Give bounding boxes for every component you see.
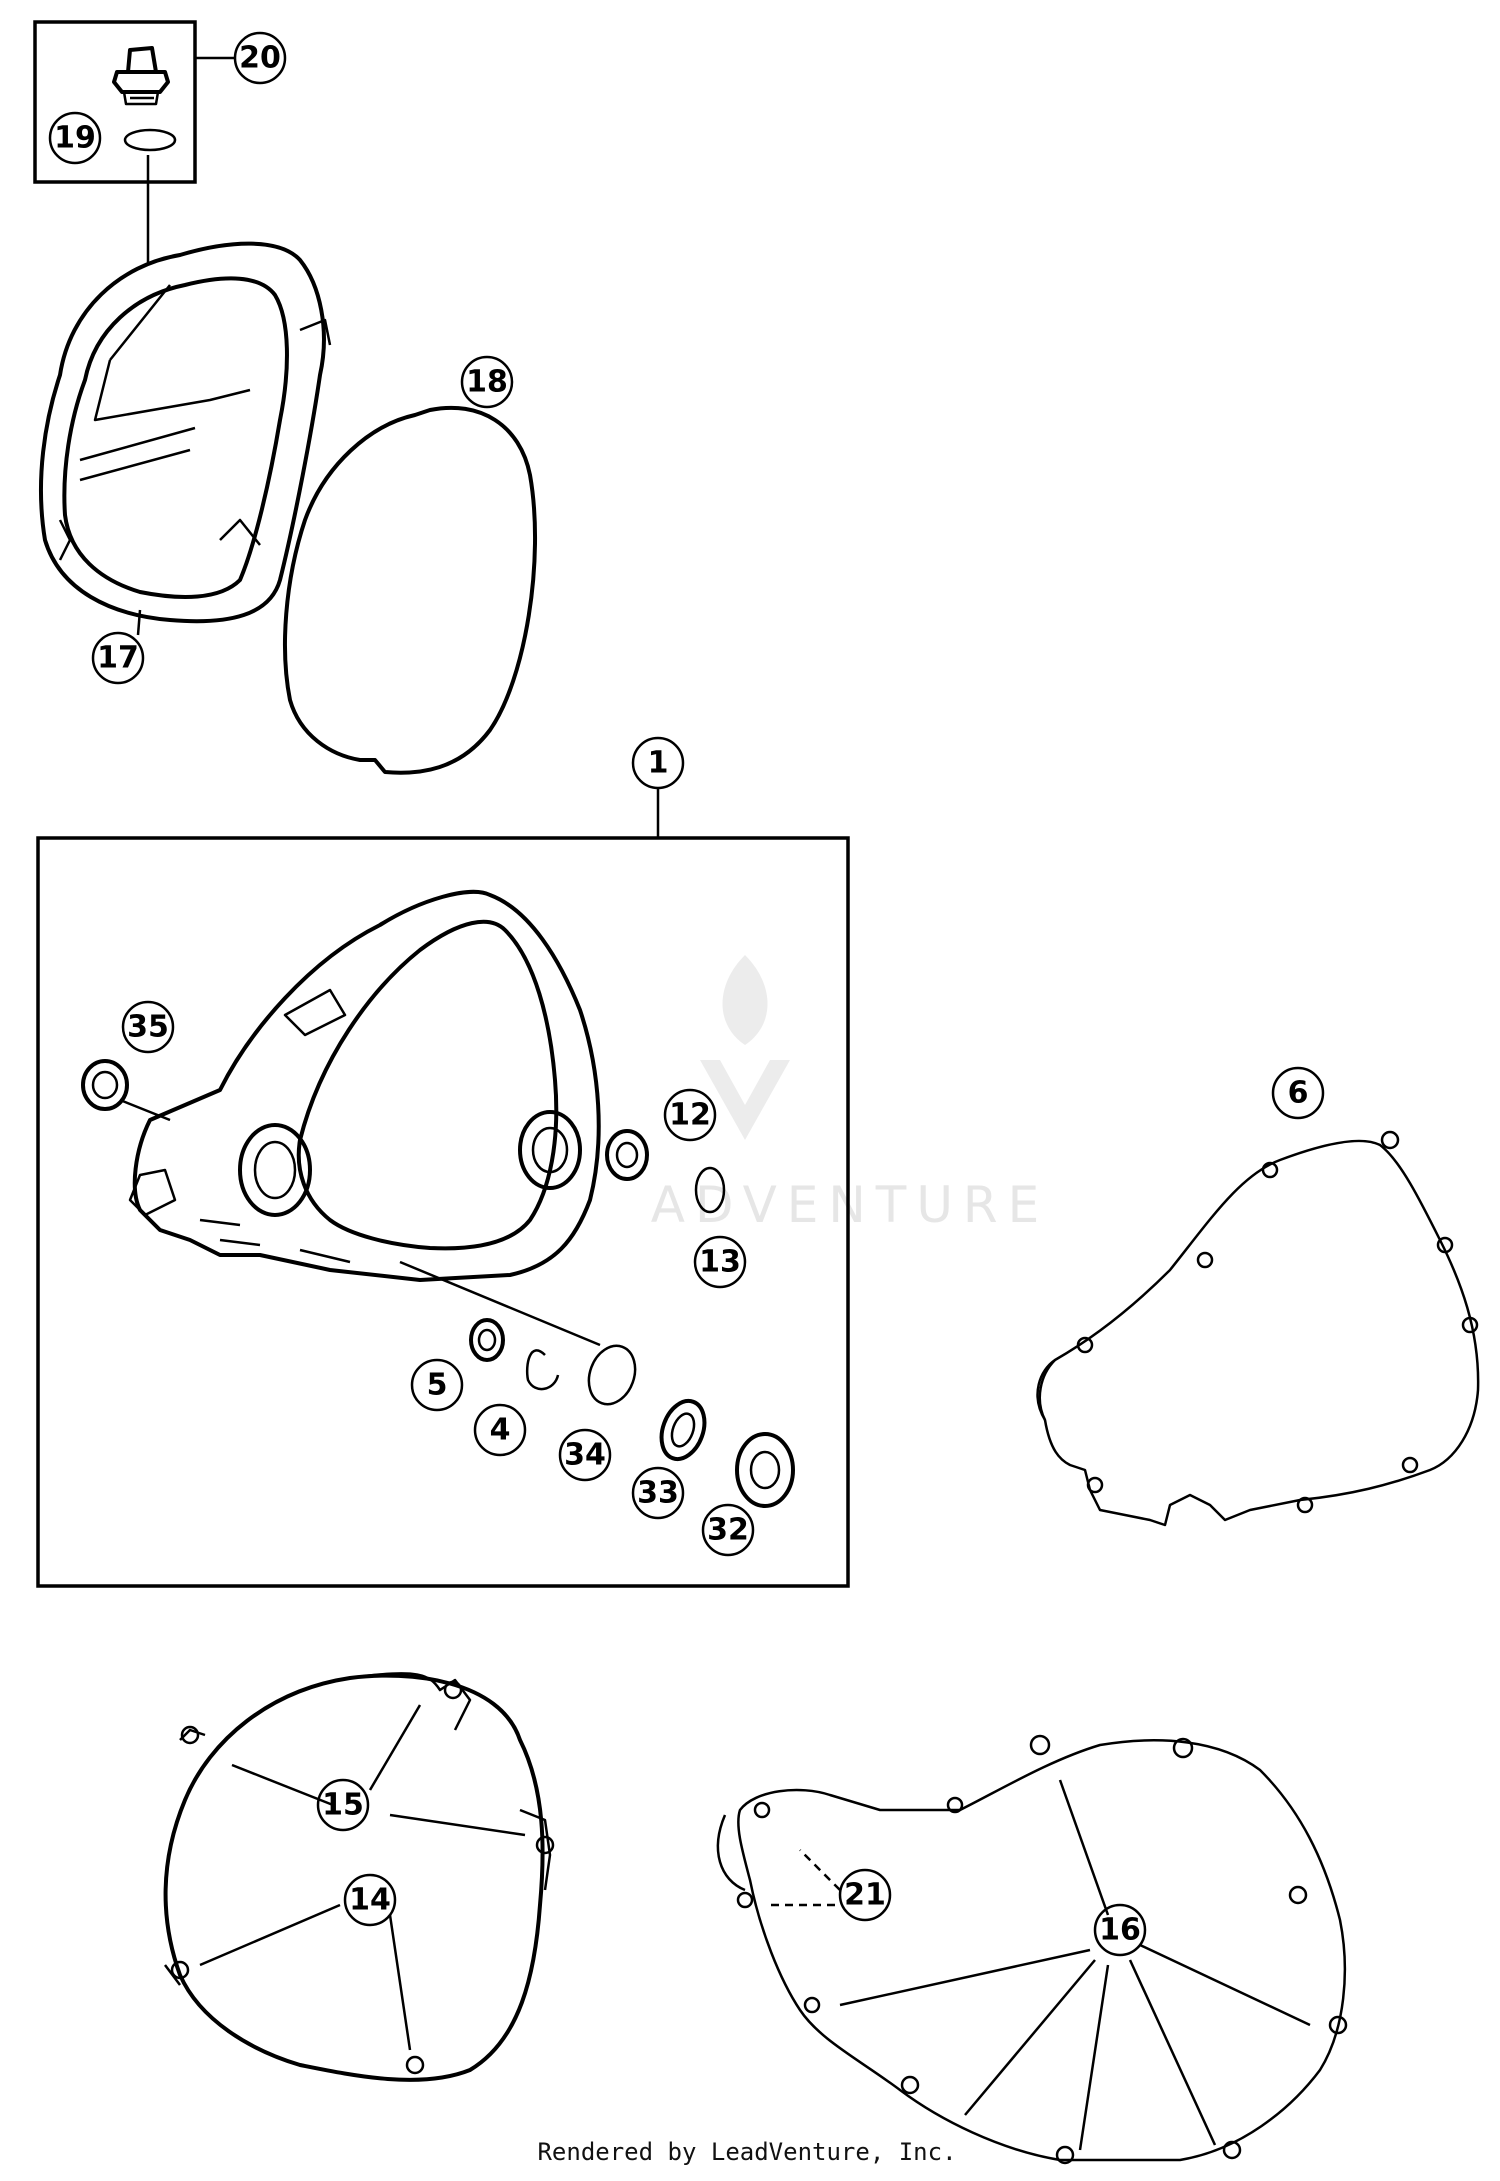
render-credit: Rendered by LeadVenture, Inc. [537,2138,956,2166]
svg-text:14: 14 [349,1883,391,1918]
callout-4: 4 [473,1403,527,1457]
watermark-text: ADVENTURE [651,1176,1050,1234]
watermark: ADVENTURE [651,955,1050,1234]
inner-cover-assembly-box [36,836,850,1588]
callout-12: 12 [663,1088,717,1142]
svg-text:6: 6 [1288,1076,1309,1111]
needle-bearing-33 [659,1398,707,1462]
washer-5 [469,1318,505,1362]
svg-text:34: 34 [564,1438,606,1473]
svg-text:5: 5 [427,1368,448,1403]
o-ring-13 [694,1166,726,1214]
callout-16: 16 [1093,1903,1147,1957]
filler-plug-inset-box [33,20,197,184]
callout-14: 14 [343,1873,397,1927]
filler-plug [112,46,170,106]
callout-6: 6 [1271,1066,1325,1120]
svg-text:16: 16 [1099,1913,1141,1948]
callout-33: 33 [631,1466,685,1520]
svg-text:15: 15 [322,1788,364,1823]
callout-13: 13 [693,1235,747,1289]
callout-5: 5 [410,1358,464,1412]
svg-text:1: 1 [648,746,669,781]
callout-18: 18 [460,355,514,409]
callout-35: 35 [121,1000,175,1054]
bearing-12 [605,1129,649,1181]
watermark-flame-icon [722,955,768,1045]
svg-text:35: 35 [127,1010,169,1045]
callout-17: 17 [91,631,145,685]
callout-15: 15 [316,1778,370,1832]
svg-text:20: 20 [239,41,281,76]
svg-text:12: 12 [669,1098,711,1133]
callout-19: 19 [48,111,102,165]
clutch-cover-gasket [283,405,538,775]
ball-bearing-32 [735,1432,795,1508]
svg-text:21: 21 [844,1878,886,1913]
svg-text:33: 33 [637,1476,679,1511]
filler-plug-o-ring [123,128,177,152]
svg-text:32: 32 [707,1513,749,1548]
o-ring-34 [587,1344,637,1406]
callout-20: 20 [233,31,287,85]
circlip-4 [526,1349,560,1391]
callout-1: 1 [631,736,685,790]
callout-34: 34 [558,1428,612,1482]
outer-clutch-cover [38,241,332,624]
svg-text:19: 19 [54,121,96,156]
inner-clutch-cover [128,889,601,1282]
svg-text:18: 18 [466,365,508,400]
ignition-cover-gasket [163,1673,545,2082]
callout-32: 32 [701,1503,755,1557]
svg-text:13: 13 [699,1245,741,1280]
svg-text:17: 17 [97,641,139,676]
clutch-cover-gasket-6 [1038,1139,1480,1527]
oil-seal-35 [81,1059,129,1111]
watermark-v-icon [700,1060,790,1140]
crankcase-gasket-16 [737,1739,1347,2162]
svg-text:4: 4 [490,1413,511,1448]
callout-21: 21 [838,1868,892,1922]
